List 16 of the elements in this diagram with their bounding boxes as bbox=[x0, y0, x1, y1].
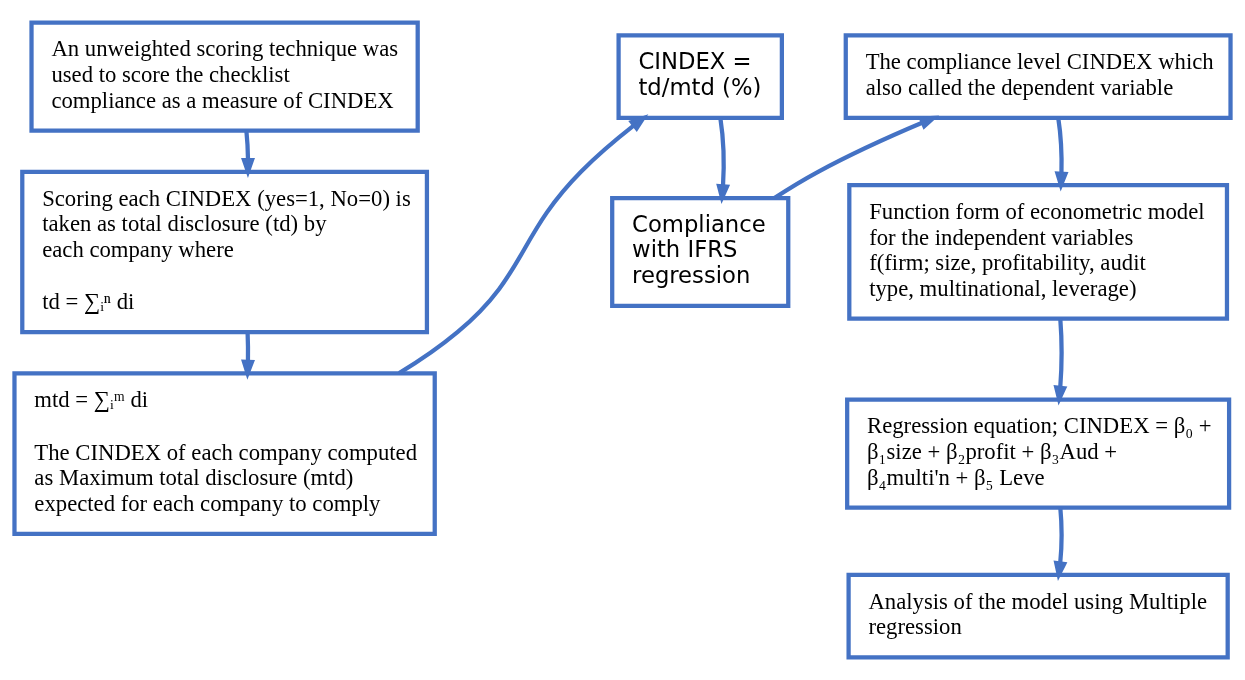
node-box: Scoring each CINDEX (yes=1, No=0) is taken as total disclosure (td) by each company where td = ∑ᵢⁿ di bbox=[20, 169, 430, 335]
arrow bbox=[1054, 117, 1069, 192]
arrow bbox=[1053, 507, 1068, 582]
node-box: The compliance level CINDEX which also called the dependent variable bbox=[843, 33, 1233, 120]
arrow bbox=[241, 130, 255, 178]
node-box: Regression equation; CINDEX = β₀ + β₁size + β₂profit + β₃Aud + β₄multi'n + β₅ Leve bbox=[845, 397, 1232, 510]
arrow bbox=[398, 114, 649, 375]
node-box: Function form of econometric model for the independent variables f(firm; size, profitability, audit type, multinational, leverage) bbox=[847, 183, 1230, 321]
node-box: Analysis of the model using Multiple regression bbox=[846, 572, 1230, 660]
node-box: Compliance with IFRS regression bbox=[610, 195, 791, 309]
node-box: An unweighted scoring technique was used to score the checklist compliance as a measure of CINDEX bbox=[29, 20, 420, 133]
node-box: mtd = ∑ᵢᵐ di The CINDEX of each company computed as Maximum total disclosure (mtd) expected for each company to comply bbox=[12, 371, 437, 536]
arrow bbox=[716, 117, 731, 205]
arrow bbox=[241, 332, 255, 380]
node-box: CINDEX = td/mtd (%) bbox=[616, 33, 784, 120]
arrow bbox=[1053, 318, 1068, 406]
